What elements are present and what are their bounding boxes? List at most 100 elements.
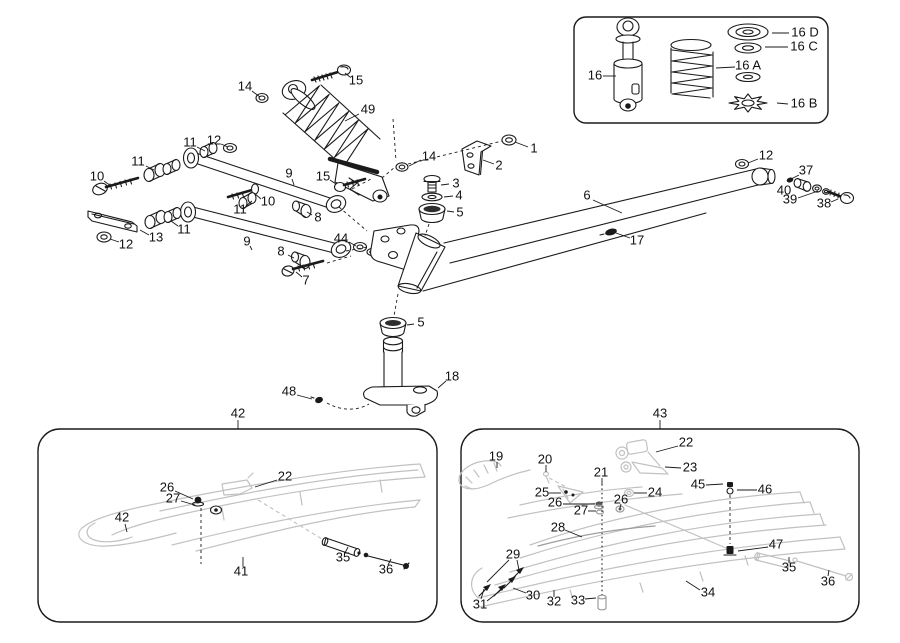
callout-label: 8 — [277, 243, 284, 258]
rod-35-right-box — [754, 552, 791, 569]
leader-line — [196, 146, 206, 152]
callout-label: 22 — [679, 434, 693, 449]
callout-label: 16 B — [791, 95, 818, 110]
cup-8-upper — [291, 200, 312, 219]
callout-label: 42 — [115, 509, 129, 524]
washer-small — [735, 71, 761, 83]
shock-absorber-16 — [613, 17, 643, 112]
callout-label: 31 — [473, 596, 487, 611]
bolt-48 — [310, 396, 370, 410]
callout-label: 23 — [683, 459, 697, 474]
sprocket-16b — [728, 93, 768, 113]
washer-4 — [421, 192, 443, 202]
leader-line — [655, 445, 679, 453]
leader-line — [584, 597, 597, 600]
callout-label: 14 — [422, 148, 436, 163]
washer-12-lower — [96, 231, 112, 243]
callout-label: 18 — [445, 368, 459, 383]
callout-label: 30 — [526, 587, 540, 602]
leader-line — [747, 158, 759, 164]
leader-line — [249, 245, 253, 251]
spar-6 — [422, 167, 776, 292]
inset-box — [573, 16, 829, 124]
leader-line — [830, 198, 839, 203]
bushings-11-upper — [143, 141, 218, 183]
callout-label: 39 — [783, 191, 797, 206]
leader-line — [512, 587, 527, 594]
callout-label: 1 — [530, 140, 537, 155]
callout-label: 35 — [782, 559, 796, 574]
inset-border — [573, 16, 829, 124]
leader-line — [329, 179, 337, 185]
callout-label: 25 — [535, 484, 549, 499]
leader-line — [344, 113, 360, 122]
callout-label: 16 A — [735, 57, 761, 72]
washer-16d — [727, 23, 769, 41]
leader-line — [776, 102, 789, 105]
leader-line — [705, 483, 724, 486]
leader-line — [443, 195, 454, 198]
leader-line — [790, 174, 800, 180]
leader-line — [170, 220, 179, 227]
main-assembly — [87, 64, 855, 417]
bolt-15-lower — [333, 177, 367, 193]
callout-label: 5 — [456, 204, 463, 219]
washer-27-right-box — [595, 509, 605, 515]
callout-label: 14 — [238, 78, 252, 93]
leader-line — [306, 211, 313, 216]
leader-line — [124, 523, 128, 533]
washer-12-upper — [222, 142, 238, 154]
leader-line — [482, 159, 495, 165]
leader-line — [103, 180, 112, 187]
callout-label: 40 — [777, 182, 791, 197]
leader-line — [480, 588, 485, 600]
callout-label: 27 — [166, 490, 180, 505]
leader-line — [437, 380, 447, 389]
bushing-5-lower — [379, 316, 407, 338]
callout-label: 16 C — [790, 38, 817, 53]
callout-label: 12 — [207, 132, 221, 147]
callout-label: 17 — [630, 232, 644, 247]
bushing-11-middle — [238, 191, 257, 210]
leader-line — [797, 190, 819, 199]
leader-line — [291, 178, 295, 186]
leader-line — [220, 143, 229, 148]
washer-27-left-box — [209, 505, 223, 515]
callout-label: 32 — [547, 593, 561, 608]
leader-line — [344, 546, 349, 554]
callout-label: 20 — [538, 451, 552, 466]
leader-line — [145, 165, 155, 171]
callout-label: 5 — [417, 314, 424, 329]
callout-label: 36 — [821, 573, 835, 588]
bolt-3 — [423, 174, 441, 193]
leader-line — [251, 90, 261, 98]
callout-label: 26 — [548, 494, 562, 509]
lower-a-arm-9 — [179, 201, 352, 258]
leader-line — [514, 141, 529, 148]
callout-label: 26 — [160, 479, 174, 494]
callout-label: 6 — [583, 187, 590, 202]
callout-label: 19 — [489, 448, 503, 463]
bolt-7 — [281, 259, 325, 277]
bolt-38 — [827, 189, 855, 205]
leader-line — [564, 529, 583, 538]
brackets-22-23 — [615, 439, 669, 475]
washers-39 — [812, 184, 830, 195]
bolt-10-middle — [226, 183, 260, 200]
callout-label: 8 — [314, 209, 321, 224]
callout-label: 38 — [817, 195, 831, 210]
callout-label: 11 — [131, 153, 145, 168]
washer-26-small — [615, 505, 625, 513]
leader-line — [440, 183, 450, 186]
callout-label: 15 — [316, 168, 330, 183]
right-ski-box — [458, 428, 860, 623]
leader-line — [664, 466, 682, 469]
rod-21 — [597, 484, 607, 611]
callout-label: 26 — [614, 491, 628, 506]
callout-label: 49 — [361, 101, 375, 116]
construction-lines — [326, 118, 503, 317]
